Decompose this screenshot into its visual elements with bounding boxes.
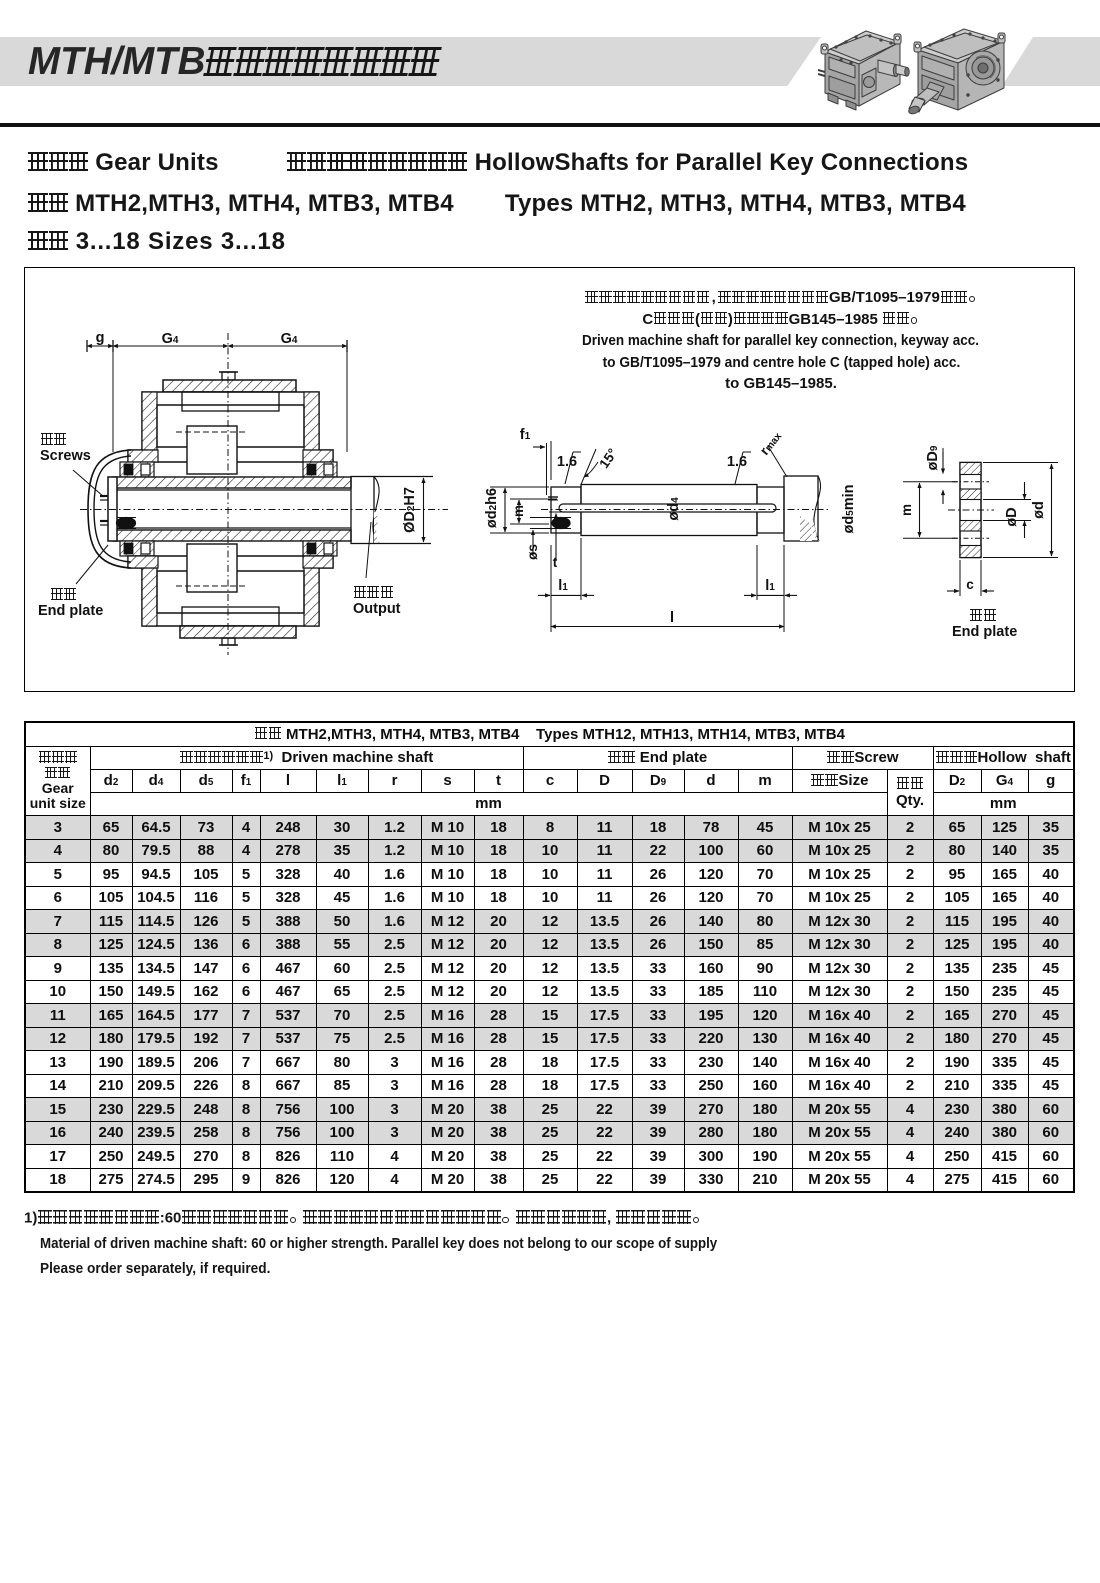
- svg-text:m: m: [899, 504, 914, 516]
- svg-text:1.6: 1.6: [727, 454, 747, 470]
- svg-text:øD: øD: [1004, 507, 1020, 526]
- svg-text:rmax: rmax: [757, 428, 785, 458]
- svg-text:ød2h6: ød2h6: [484, 488, 500, 528]
- svg-text:t: t: [553, 555, 558, 570]
- svg-text:m: m: [511, 505, 526, 517]
- svg-text:l1: l1: [558, 578, 568, 594]
- svg-text:øs: øs: [525, 544, 540, 560]
- svg-text:c: c: [966, 577, 974, 592]
- svg-text:1.6: 1.6: [557, 454, 577, 470]
- svg-text:ØD2H7: ØD2H7: [402, 487, 418, 533]
- svg-text:f1: f1: [520, 427, 531, 443]
- svg-text:ød5min: ød5min: [841, 484, 857, 533]
- svg-text:øD9: øD9: [925, 445, 941, 470]
- svg-text:G4: G4: [281, 331, 298, 347]
- svg-text:ød: ød: [1031, 501, 1047, 519]
- svg-text:G4: G4: [162, 331, 179, 347]
- svg-text:l: l: [670, 610, 674, 626]
- svg-text:l1: l1: [765, 578, 775, 594]
- svg-text:ød4: ød4: [666, 497, 682, 521]
- svg-text:15°: 15°: [596, 446, 620, 471]
- svg-text:g: g: [96, 330, 105, 346]
